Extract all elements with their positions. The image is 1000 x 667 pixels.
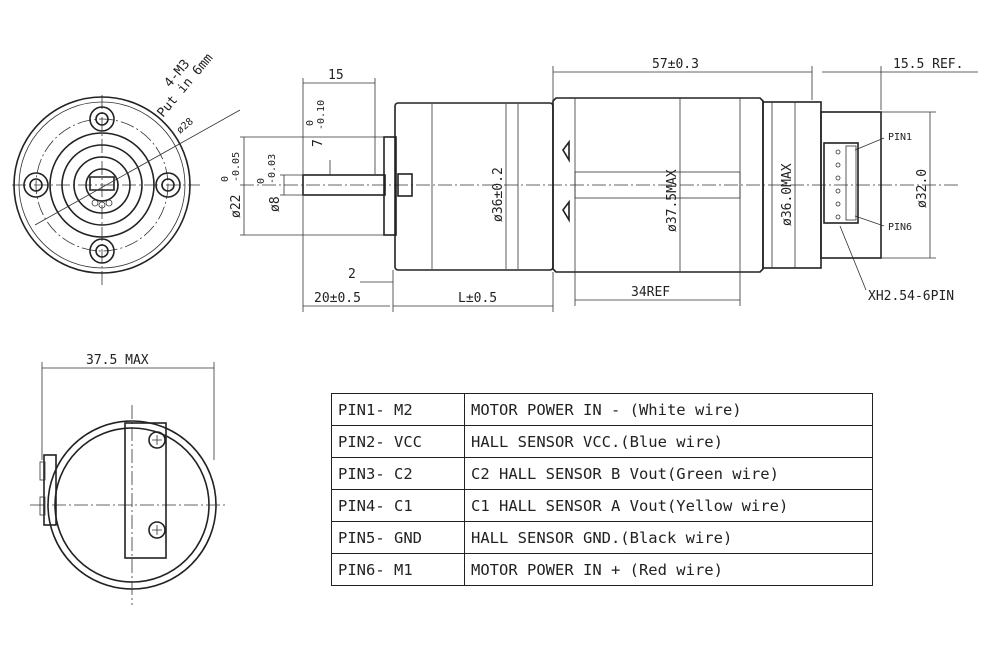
connector (823, 142, 859, 224)
dim-flat-tol-lower: -0.10 (316, 100, 327, 130)
screw-top (148, 431, 166, 449)
pin-description-cell: C1 HALL SENSOR A Vout(Yellow wire) (464, 489, 873, 522)
dim-boss-diam: ø22 (229, 195, 244, 218)
shaft (302, 174, 386, 196)
dim-motor-length: 57±0.3 (652, 57, 699, 72)
dim-encoder-diam: ø32.0 (915, 169, 930, 208)
pin-name-cell: PIN6- M1 (331, 553, 465, 586)
pcd-label: ø28 (175, 116, 196, 136)
dim-motor-diam-max: ø37.5MAX (665, 169, 680, 232)
encoder (820, 111, 882, 259)
dim-flat-tol-upper: 0 (305, 120, 316, 126)
dim-shaft-diam-tol-lower: -0.03 (267, 154, 278, 184)
pin-name-cell: PIN5- GND (331, 521, 465, 554)
dim-boss-tol-lower: -0.05 (231, 152, 242, 182)
rear-view: 37.5 MAX (30, 353, 225, 605)
pin-description-cell: HALL SENSOR VCC.(Blue wire) (464, 425, 873, 458)
dim-motor-diam-36: ø36.0MAX (780, 163, 795, 226)
pin-description-cell: MOTOR POWER IN - (White wire) (464, 393, 873, 426)
pin-name-cell: PIN1- M2 (331, 393, 465, 426)
pin-name-cell: PIN2- VCC (331, 425, 465, 458)
dim-shoulder: 2 (348, 267, 356, 282)
pcd-circle (35, 118, 169, 252)
dim-shaft-total: 20±0.5 (314, 291, 361, 306)
gearbox (394, 102, 554, 271)
pin-description-cell: C2 HALL SENSOR B Vout(Green wire) (464, 457, 873, 490)
dim-gearbox-diam: ø36±0.2 (491, 167, 506, 222)
dim-shaft-length: 15 (328, 68, 344, 83)
dim-shaft-diam: ø8 (268, 196, 283, 212)
flange-outline (13, 96, 191, 274)
dim-flat-nominal: 7 (311, 139, 326, 147)
motor-can (552, 97, 764, 273)
dim-encoder-length: 15.5 REF. (893, 57, 963, 72)
connector-label: XH2.54-6PIN (868, 289, 954, 304)
dim-gearbox-length: L±0.5 (458, 291, 497, 306)
dim-can-length: 34REF (631, 285, 670, 300)
dim-rear-max: 37.5 MAX (86, 353, 149, 368)
side-view: 15 0 -0.10 7 0 -0.03 ø8 0 -0.05 ø22 ø36±… (220, 57, 978, 312)
front-view: 4-M3 Put in 6mm ø28 (12, 51, 241, 285)
shaft-circle (85, 168, 119, 202)
pin-name-cell: PIN4- C1 (331, 489, 465, 522)
pin-description-cell: HALL SENSOR GND.(Black wire) (464, 521, 873, 554)
screw-bottom (148, 521, 166, 539)
mount-holes (23, 106, 181, 264)
pin-description-cell: MOTOR POWER IN + (Red wire) (464, 553, 873, 586)
boss (383, 136, 397, 236)
pin6-label: PIN6 (888, 222, 912, 233)
pin-name-cell: PIN3- C2 (331, 457, 465, 490)
dim-boss-tol-upper: 0 (220, 176, 231, 182)
pin1-label: PIN1 (888, 132, 912, 143)
dim-shaft-diam-tol-upper: 0 (256, 178, 267, 184)
